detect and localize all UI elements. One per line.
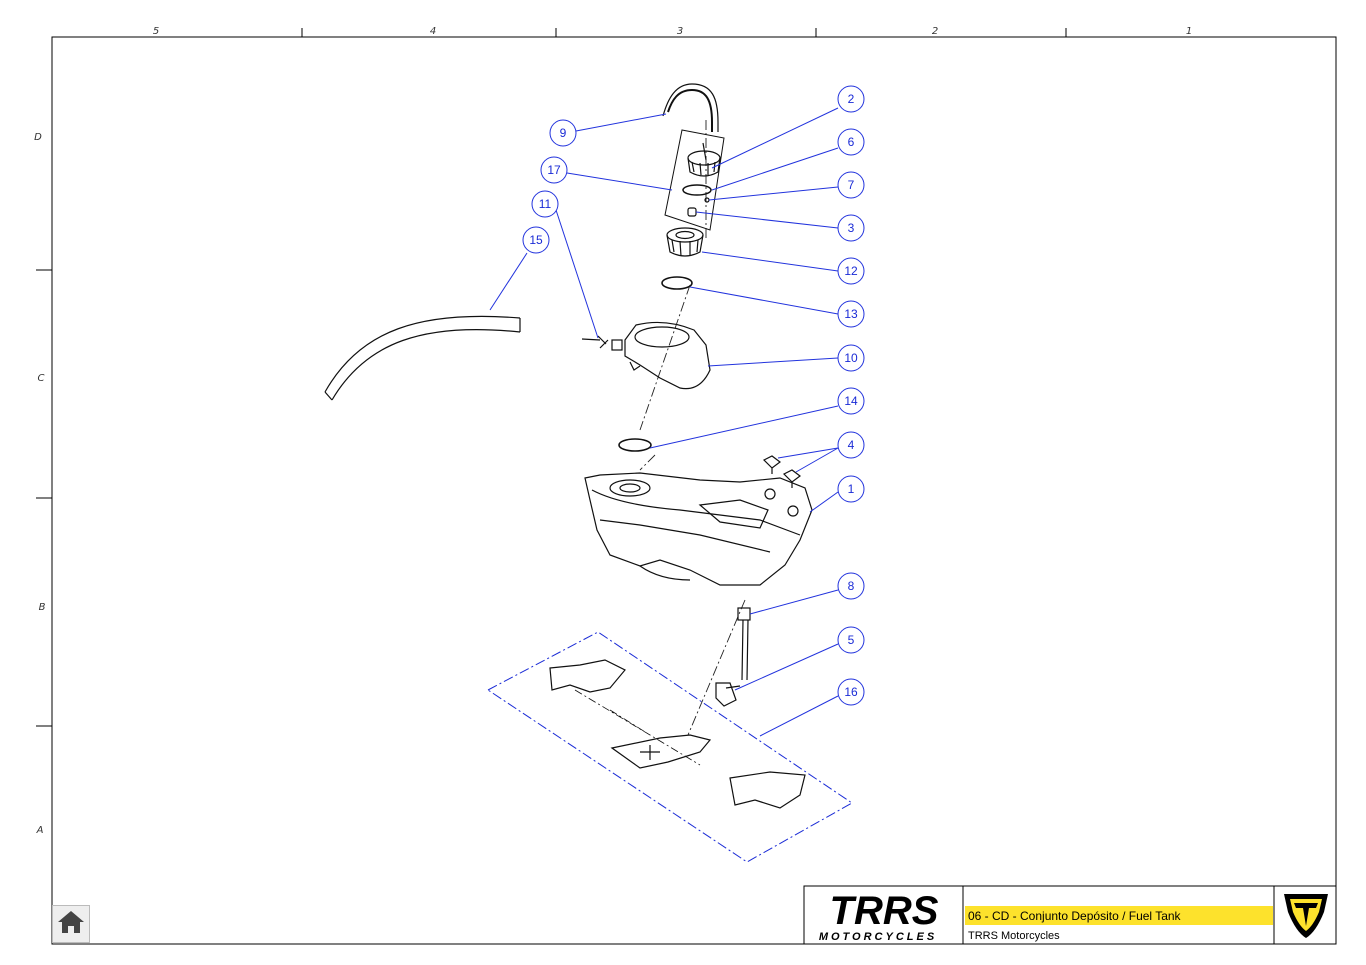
breather-hose — [667, 88, 713, 132]
zone-row-label: C — [38, 373, 45, 384]
zone-col-label: 4 — [430, 26, 436, 37]
callout-17[interactable]: 17 — [540, 156, 568, 184]
overflow-hose — [324, 315, 521, 401]
breather-hose-outline — [662, 83, 719, 132]
callout-10[interactable]: 10 — [837, 344, 865, 372]
cap-o-ring — [682, 184, 712, 196]
tank-gasket — [618, 438, 652, 452]
svg-text:3: 3 — [848, 221, 855, 235]
callout-11[interactable]: 11 — [531, 190, 559, 218]
fuel-cap-top — [687, 142, 721, 177]
fuel-line-connector — [715, 682, 741, 707]
title-block: 06 - CD - Conjunto Depósito / Fuel Tank … — [803, 885, 1337, 945]
svg-text:6: 6 — [848, 135, 855, 149]
callout-4[interactable]: 4 — [837, 431, 865, 459]
exploded-assembly — [324, 83, 853, 863]
filler-neck — [666, 227, 704, 257]
callout-6[interactable]: 6 — [837, 128, 865, 156]
callout-bubbles: 2 6 7 3 12 13 10 14 4 1 8 5 16 9 17 11 1… — [522, 85, 865, 706]
company-name: TRRS Motorcycles — [968, 930, 1060, 942]
zone-row-label: B — [39, 602, 46, 613]
trrs-shield-icon — [1284, 894, 1328, 938]
callout-12[interactable]: 12 — [837, 257, 865, 285]
brand-logo-text: TRRS — [830, 889, 939, 933]
zone-row-label: D — [34, 132, 42, 143]
callout-leaders — [489, 107, 839, 737]
drawing-frame — [51, 36, 1337, 945]
svg-text:9: 9 — [560, 126, 567, 140]
zone-col-label: 5 — [153, 26, 159, 37]
fuel-tap — [737, 607, 751, 681]
valve-ball — [704, 197, 710, 203]
callout-7[interactable]: 7 — [837, 171, 865, 199]
heat-shield-set — [487, 631, 853, 863]
home-icon — [57, 909, 85, 940]
callout-13[interactable]: 13 — [837, 300, 865, 328]
svg-text:16: 16 — [844, 685, 858, 699]
callout-8[interactable]: 8 — [837, 572, 865, 600]
callout-16[interactable]: 16 — [837, 678, 865, 706]
callout-15[interactable]: 15 — [522, 226, 550, 254]
cap-detail-frame — [664, 129, 725, 231]
callout-2[interactable]: 2 — [837, 85, 865, 113]
svg-text:2: 2 — [848, 92, 855, 106]
title-highlight — [965, 906, 1273, 925]
svg-text:1: 1 — [848, 482, 855, 496]
svg-text:4: 4 — [848, 438, 855, 452]
drawing-title: 06 - CD - Conjunto Depósito / Fuel Tank — [968, 909, 1182, 923]
tank-cover — [611, 321, 711, 390]
zone-row-label: A — [36, 825, 44, 836]
svg-text:5: 5 — [848, 633, 855, 647]
svg-text:7: 7 — [848, 178, 855, 192]
svg-text:13: 13 — [844, 307, 858, 321]
breather-fitting — [581, 335, 609, 349]
home-button[interactable] — [52, 905, 90, 943]
assembly-axis-line — [639, 120, 746, 736]
callout-1[interactable]: 1 — [837, 475, 865, 503]
callout-3[interactable]: 3 — [837, 214, 865, 242]
callout-5[interactable]: 5 — [837, 626, 865, 654]
callout-9[interactable]: 9 — [549, 119, 577, 147]
svg-text:15: 15 — [529, 233, 543, 247]
fuel-tank-body — [584, 472, 813, 586]
zone-col-label: 1 — [1186, 26, 1192, 37]
svg-text:17: 17 — [547, 163, 561, 177]
brand-logo-subtext: MOTORCYCLES — [819, 931, 937, 943]
callout-14[interactable]: 14 — [837, 387, 865, 415]
zone-ticks — [36, 28, 1067, 727]
svg-text:14: 14 — [844, 394, 858, 408]
svg-text:8: 8 — [848, 579, 855, 593]
svg-text:10: 10 — [844, 351, 858, 365]
neck-gasket — [661, 276, 693, 290]
zone-col-label: 2 — [932, 26, 938, 37]
valve-spring — [687, 207, 697, 217]
svg-text:12: 12 — [844, 264, 858, 278]
svg-text:11: 11 — [539, 197, 552, 211]
zone-col-label: 3 — [677, 26, 683, 37]
